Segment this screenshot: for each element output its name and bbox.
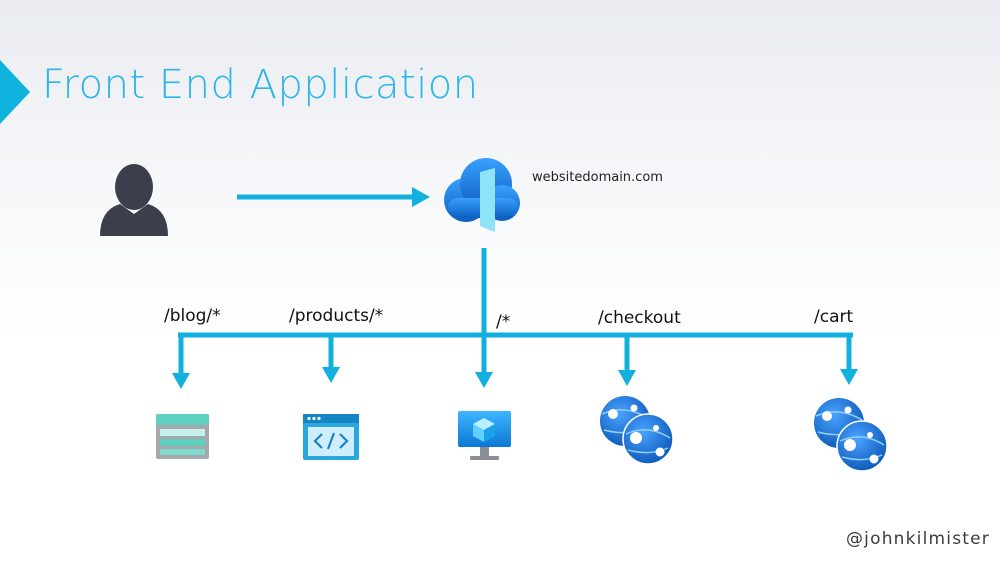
virtual-machine-icon [458,411,511,460]
app-service-icon-cart [814,398,888,472]
route-label-products: /products/* [289,306,383,326]
route-label-blog: /blog/* [164,306,221,326]
watermark: @johnkilmister [845,529,990,549]
static-web-app-icon [303,414,359,460]
route-arrow-cart [840,335,858,385]
route-arrow-products [322,335,340,383]
trunk-connector [475,248,493,388]
domain-label: websitedomain.com [532,170,663,185]
route-arrow-blog [172,335,190,389]
page-title: Front End Application [42,62,479,108]
route-label-root: /* [496,312,510,332]
route-label-checkout: /checkout [598,308,681,328]
app-service-icon-checkout [600,396,674,465]
route-arrow-checkout [618,335,636,386]
accent-triangle [0,60,30,124]
storage-account-icon [156,414,209,459]
front-door-icon [444,158,520,232]
user-to-frontdoor-arrow [237,187,430,207]
route-label-cart: /cart [814,307,853,327]
user-icon [100,164,168,236]
